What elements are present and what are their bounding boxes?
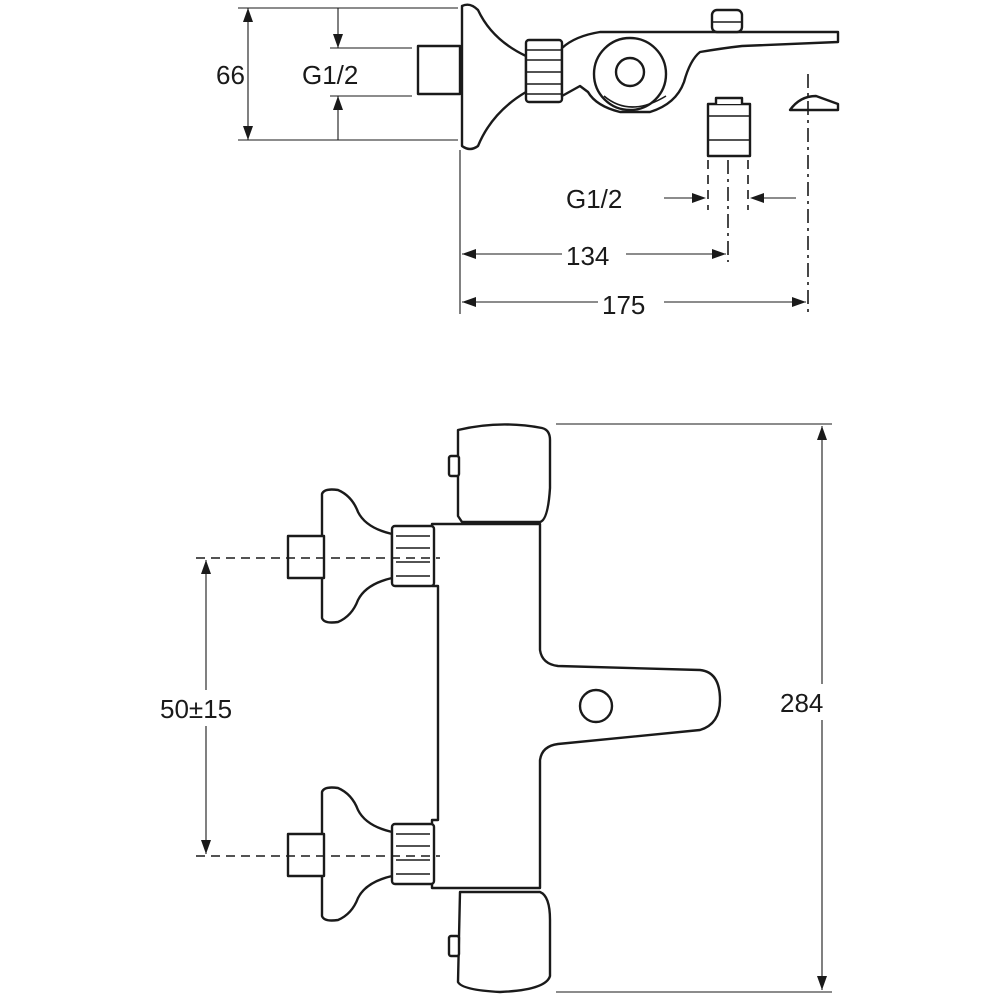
- top-cap-button: [447, 454, 461, 478]
- bottom-cap: [456, 890, 552, 994]
- dim-134: 134: [566, 241, 609, 271]
- dim-g12-inlet: G1/2: [302, 60, 358, 90]
- lower-inlet-stub: [286, 832, 326, 878]
- top-cap: [456, 423, 552, 524]
- wall-rosette: [460, 3, 528, 151]
- dim-175: 175: [602, 290, 645, 320]
- lower-rosette: [320, 786, 394, 922]
- top-view: 66 G1/2 G1/2 134 175: [216, 3, 840, 320]
- dim-g12-outlet: G1/2: [566, 184, 622, 214]
- spout-hole: [578, 688, 614, 724]
- upper-inlet-stub: [286, 534, 326, 580]
- knob-center: [614, 56, 646, 88]
- inlet-stub: [416, 44, 462, 96]
- diverter-button: [710, 8, 744, 34]
- lower-hex-nut: [390, 822, 436, 886]
- front-view: 50±15 284: [156, 423, 844, 994]
- upper-hex-nut: [390, 524, 436, 588]
- outlet-connector: [706, 102, 752, 158]
- upper-rosette: [320, 488, 394, 624]
- dim-284: 284: [780, 688, 823, 718]
- mixer-body-front: [430, 522, 722, 890]
- spout-tip: [788, 94, 840, 112]
- dim-50-15: 50±15: [160, 694, 232, 724]
- dim-66: 66: [216, 60, 245, 90]
- bottom-cap-button: [447, 934, 461, 958]
